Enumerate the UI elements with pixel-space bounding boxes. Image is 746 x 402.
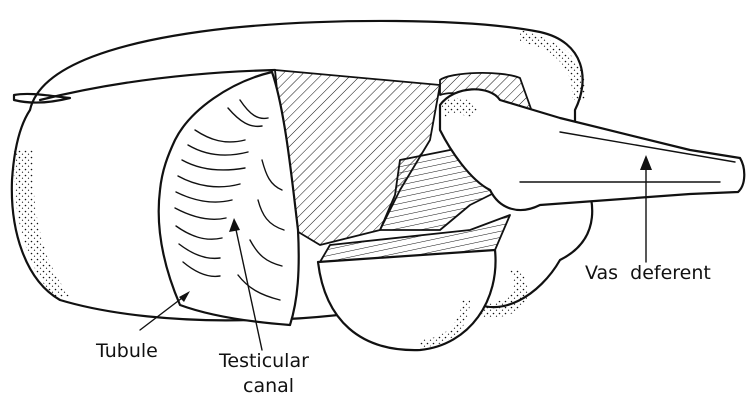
- label-testicular-canal-line1: Testicular: [218, 350, 309, 372]
- label-vas-deferent: Vas deferent: [585, 262, 711, 284]
- label-tubule: Tubule: [95, 340, 158, 362]
- label-testicular-canal-line2: canal: [243, 375, 294, 397]
- lower-lip: [318, 250, 496, 350]
